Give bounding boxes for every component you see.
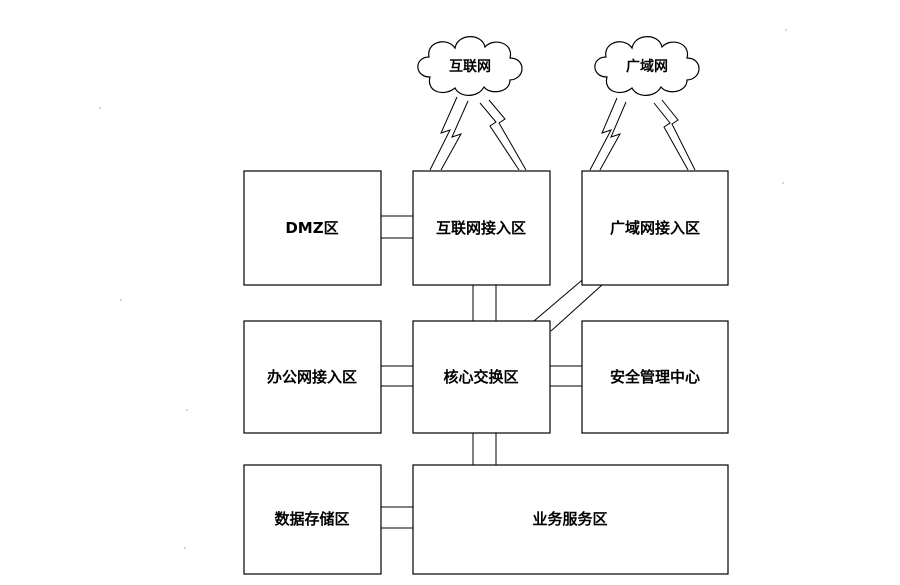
zone-label-data-storage: 数据存储区 (274, 510, 349, 528)
link-storage-business (381, 506, 413, 529)
zone-label-dmz: DMZ区 (285, 219, 338, 237)
link-internet-access-core (472, 285, 497, 321)
zone-data-storage: 数据存储区 (243, 464, 382, 575)
zone-internet-access: 互联网接入区 (412, 170, 551, 286)
zone-business-service: 业务服务区 (412, 464, 729, 575)
zone-label-business-service: 业务服务区 (532, 510, 607, 528)
lightning-bolt-icon (479, 99, 527, 171)
scan-specks (99, 29, 787, 549)
cloud-icon: 广域网 (594, 36, 700, 96)
zone-label-security-center: 安全管理中心 (610, 368, 700, 386)
zone-security-center: 安全管理中心 (581, 320, 729, 434)
zone-label-internet-access: 互联网接入区 (436, 219, 526, 237)
lightning-bolt-icon (589, 97, 627, 171)
lightning-bolt-icon (429, 96, 469, 171)
zone-wan-access: 广域网接入区 (581, 170, 729, 286)
zone-label-office-access: 办公网接入区 (267, 368, 357, 386)
cloud-label-internet: 互联网 (449, 59, 491, 75)
link-core-business (472, 433, 497, 465)
cloud-label-wan: 广域网 (626, 58, 668, 75)
zone-label-wan-access: 广域网接入区 (610, 219, 700, 237)
zone-office-access: 办公网接入区 (243, 320, 382, 434)
zone-dmz: DMZ区 (243, 170, 382, 286)
link-office-core (381, 365, 413, 387)
lightning-bolt-icon (653, 99, 696, 171)
zone-core-switch: 核心交换区 (412, 320, 551, 434)
cloud-icon: 互联网 (417, 36, 523, 96)
link-core-security (550, 365, 582, 387)
link-dmz-internet-access (381, 215, 413, 239)
zone-label-core-switch: 核心交换区 (443, 368, 518, 386)
